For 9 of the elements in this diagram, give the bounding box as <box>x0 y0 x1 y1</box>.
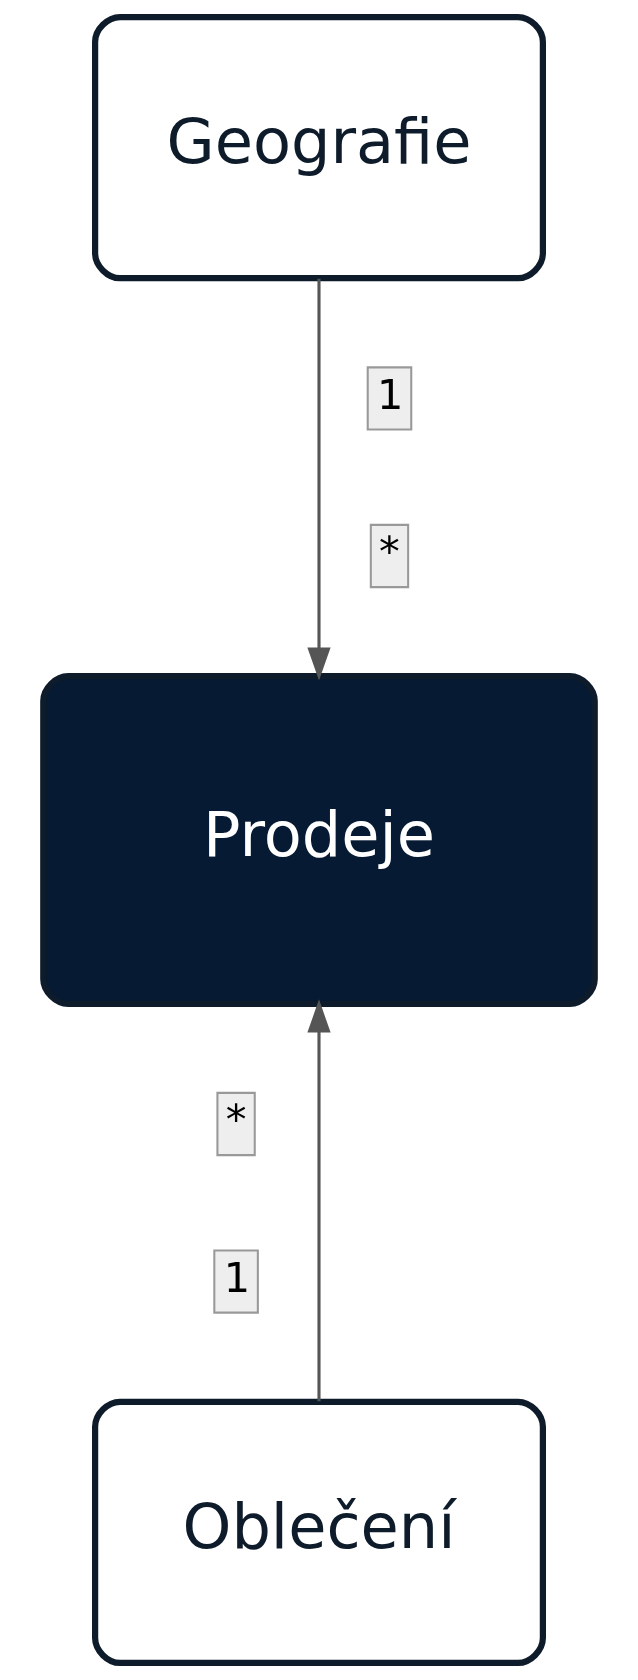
node-box: Prodeje <box>40 673 598 1007</box>
arrow <box>307 278 331 681</box>
label: 1 <box>377 370 404 419</box>
label: * <box>225 1096 247 1145</box>
label: 1 <box>223 1253 251 1302</box>
arrow <box>307 999 331 1402</box>
node-box: Geografie <box>92 13 546 282</box>
label: * <box>379 528 400 577</box>
node-box: Oblečení <box>92 1398 546 1667</box>
